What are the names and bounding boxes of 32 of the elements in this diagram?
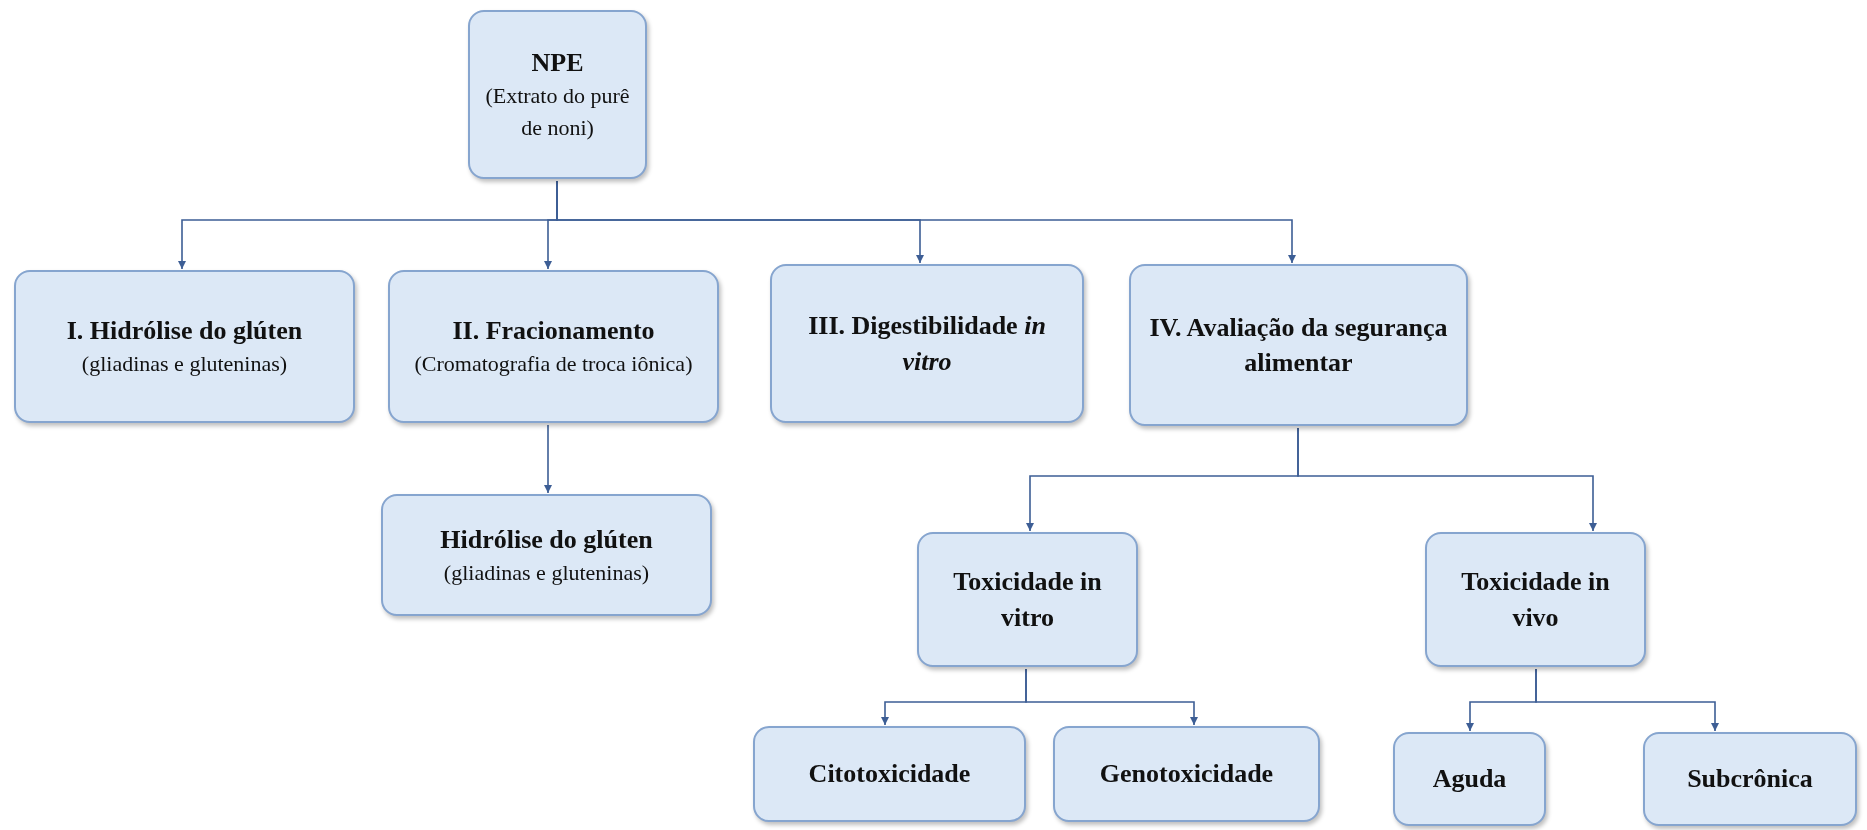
- connector-arrow: [1025, 668, 1198, 726]
- box-description: (Cromatografia de troca iônica): [414, 350, 693, 379]
- box-heading: I. Hidrólise do glúten: [66, 315, 303, 347]
- process-box: [1643, 732, 1857, 826]
- process-box: [753, 726, 1026, 822]
- box-heading: NPE: [531, 47, 584, 80]
- connector-arrow: [1297, 427, 1597, 532]
- process-box: [1053, 726, 1320, 822]
- process-box: [381, 494, 712, 616]
- box-heading: III. Digestibilidade in vitro: [807, 310, 1047, 378]
- box-description: (Extrato do purê de noni): [484, 82, 631, 143]
- box-heading: Citotoxicidade: [808, 758, 971, 791]
- process-box: [1129, 264, 1468, 426]
- box-heading: Toxicidade in vitro: [952, 566, 1103, 634]
- box-description: (gliadinas e gluteninas): [443, 558, 650, 587]
- box-heading: IV. Avaliação da segurança alimentar: [1148, 311, 1449, 379]
- box-heading: Toxicidade in vivo: [1460, 566, 1611, 634]
- box-heading: Genotoxicidade: [1099, 758, 1274, 791]
- process-box: [1425, 532, 1646, 667]
- connector-arrow: [1535, 668, 1719, 732]
- process-box: [1393, 732, 1546, 826]
- process-box: [770, 264, 1084, 423]
- process-box: [14, 270, 355, 423]
- box-heading: Aguda: [1432, 763, 1507, 796]
- connector-arrow: [544, 424, 552, 494]
- process-box: [468, 10, 647, 179]
- process-box: [388, 270, 719, 423]
- box-heading: II. Fracionamento: [452, 315, 655, 347]
- box-description: (gliadinas e gluteninas): [81, 350, 288, 379]
- process-box: [917, 532, 1138, 667]
- box-heading: Subcrônica: [1687, 763, 1813, 796]
- box-heading: Hidrólise do glúten: [440, 523, 653, 556]
